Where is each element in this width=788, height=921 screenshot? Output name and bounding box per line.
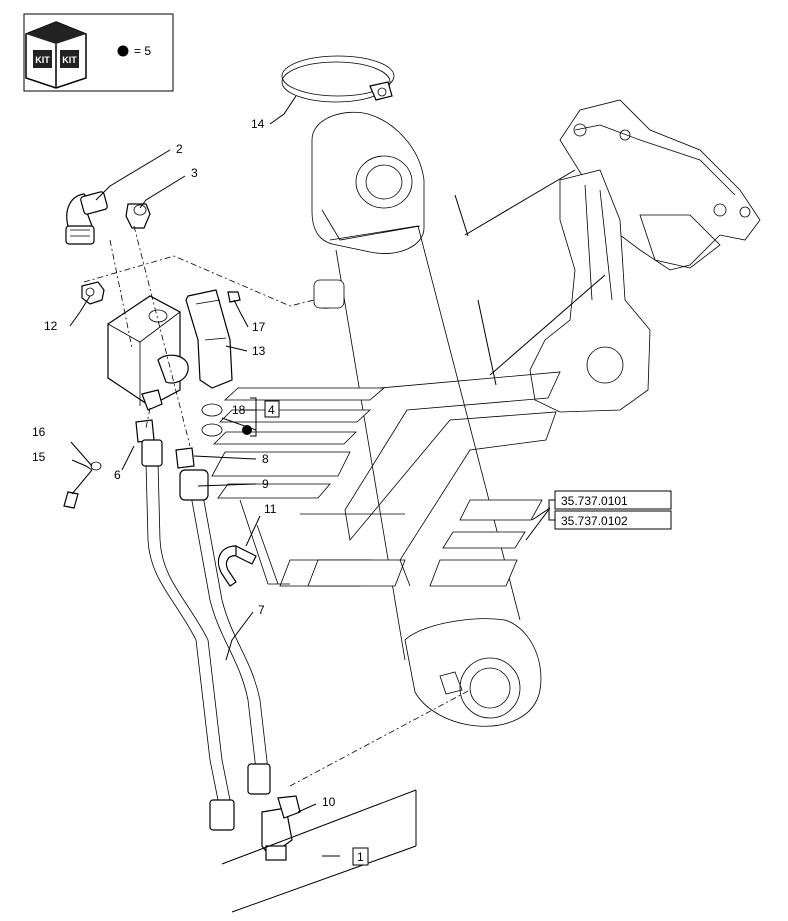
callout-7: 7 [258,603,265,617]
callout-10: 10 [322,795,336,809]
callout-14: 14 [251,117,265,131]
hydraulic-cylinder [311,111,542,727]
kit-equals-label: = 5 [134,44,151,58]
reference-label-35-737-0102[interactable]: 35.737.0102 [561,514,628,528]
reference-link-35-737-0102[interactable]: 35.737.0102 [554,510,672,530]
callout-11: 11 [264,502,277,516]
kit-icon-label-left: KIT [35,55,50,65]
callout-6: 6 [114,468,121,482]
part-hose-clip-11[interactable] [217,545,257,587]
kit-icon-label-right: KIT [62,55,77,65]
callout-13: 13 [252,344,266,358]
callout-1-box: 1 [352,847,369,866]
part-adapter-6[interactable] [135,419,155,443]
part-hose-9[interactable] [179,469,271,795]
kit-box-icon: KIT KIT [25,21,87,89]
part-bracket-13[interactable] [185,289,233,389]
callout-4: 4 [268,403,275,417]
callout-3: 3 [191,166,198,180]
callout-8: 8 [262,452,269,466]
part-elbow-fitting-2[interactable] [65,191,108,245]
part-adapter-8[interactable] [175,447,195,469]
reference-link-35-737-0101[interactable]: 35.737.0101 [554,490,672,510]
callout-4-box: 4 [264,400,280,418]
callout-15: 15 [32,450,46,464]
callout-2: 2 [176,142,183,156]
callout-16: 16 [32,425,46,439]
part-hose-7[interactable] [141,439,235,831]
part-washer-16[interactable] [90,461,102,471]
part-bolt-17[interactable] [227,291,241,303]
part-elbow-fitting-12[interactable] [81,281,105,305]
part-elbow-fitting-10[interactable] [261,795,301,861]
callout-17: 17 [252,320,266,334]
part-bolt-15[interactable] [63,469,93,509]
ghost-arrows [211,371,561,587]
callout-9: 9 [262,477,269,491]
kit-dot-icon [117,45,129,57]
kit-dot-marker-icon [242,425,252,435]
part-o-rings-18[interactable] [201,403,223,437]
callout-12: 12 [44,319,58,333]
callout-1: 1 [357,850,364,864]
backhoe-frame [529,99,761,413]
kit-legend: KIT KIT = 5 [23,13,174,92]
part-elbow-fitting-3[interactable] [125,203,151,229]
callout-18: 18 [232,403,246,417]
part-clamp-14[interactable] [281,55,395,103]
part-valve-block[interactable] [107,295,189,411]
reference-label-35-737-0101[interactable]: 35.737.0101 [561,494,628,508]
